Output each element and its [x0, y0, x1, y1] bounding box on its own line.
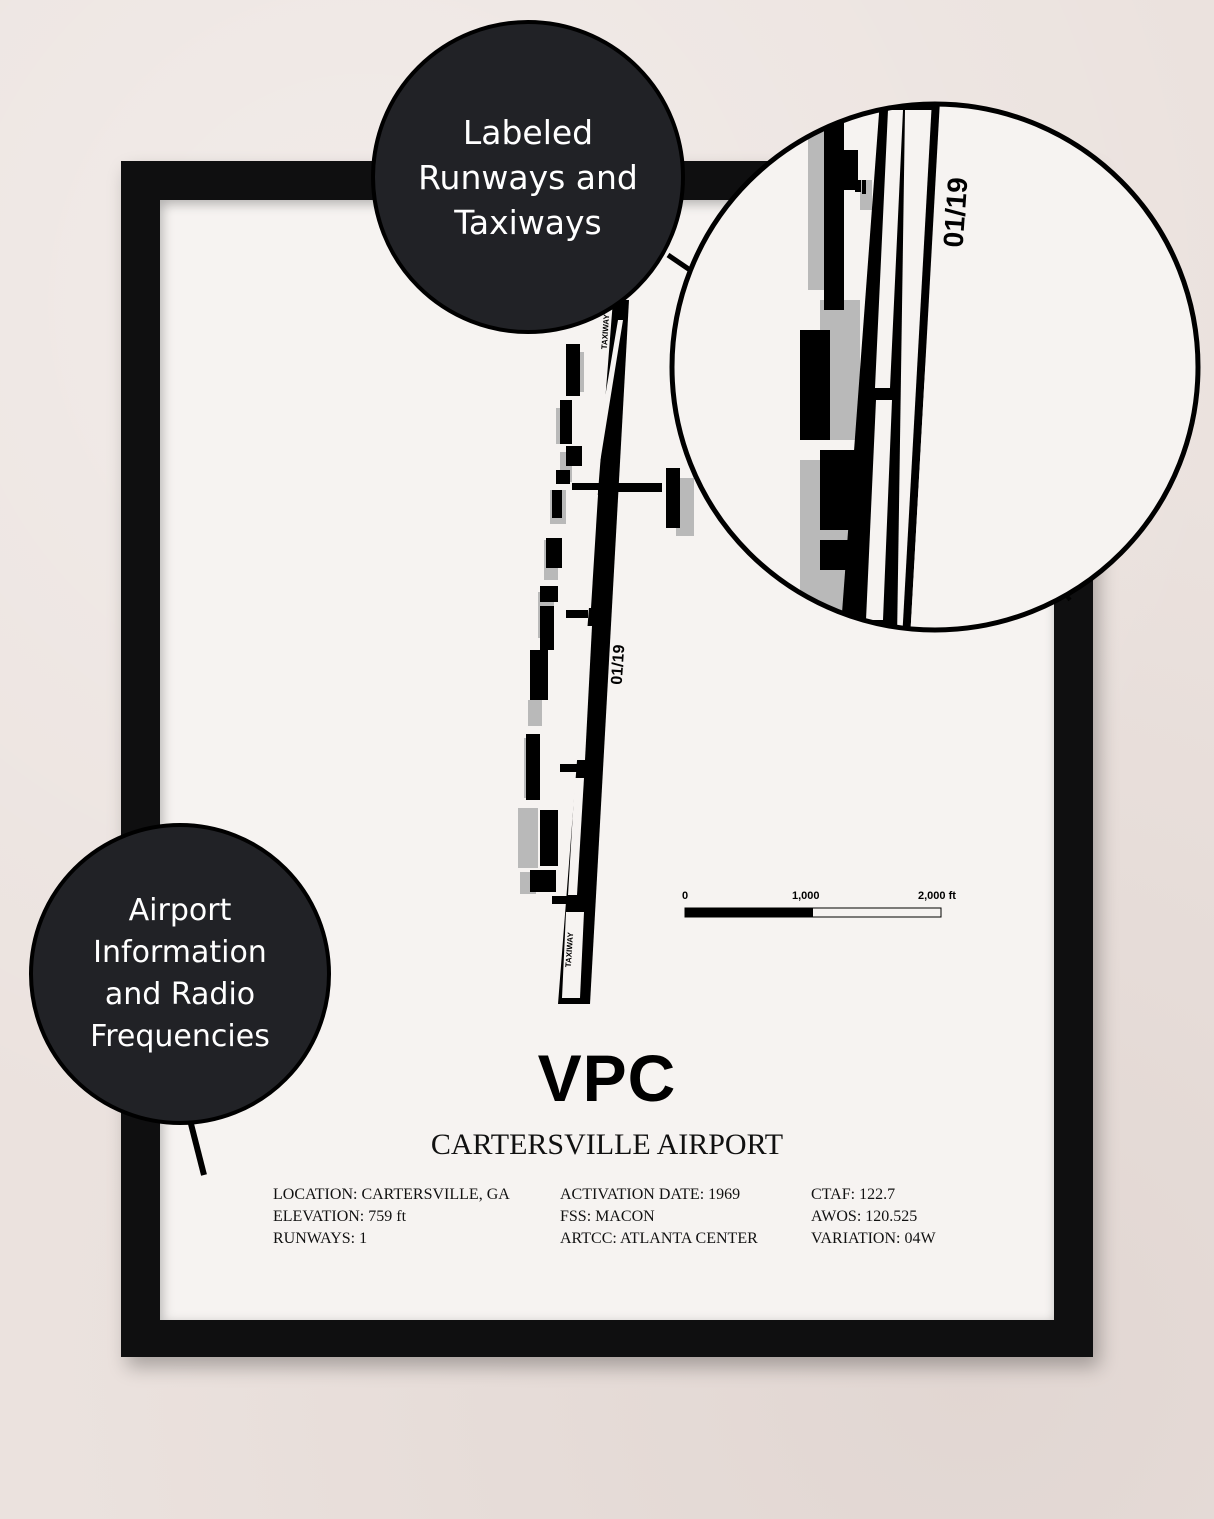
buildings — [526, 344, 680, 892]
callout-left-line-3: and Radio — [104, 977, 256, 1012]
info-column-2: ACTIVATION DATE: 1969 FSS: MACON ARTCC: … — [560, 1184, 758, 1250]
info-column-3: CTAF: 122.7 AWOS: 120.525 VARIATION: 04W — [811, 1184, 936, 1250]
scale-label-2000: 2,000 ft — [918, 890, 956, 902]
info-artcc: ARTCC: ATLANTA CENTER — [560, 1230, 758, 1247]
callout-left-line-2: Information — [93, 935, 267, 970]
scale-label-0: 0 — [682, 890, 688, 902]
info-elevation: ELEVATION: 759 ft — [273, 1208, 407, 1225]
info-fss: FSS: MACON — [560, 1208, 655, 1225]
airport-code: VPC — [537, 1041, 677, 1115]
info-ctaf: CTAF: 122.7 — [811, 1186, 896, 1203]
info-awos: AWOS: 120.525 — [811, 1208, 918, 1225]
runway-label: 01/19 — [609, 644, 629, 685]
taxiway-slots — [562, 320, 623, 998]
airport-name: CARTERSVILLE AIRPORT — [430, 1128, 784, 1161]
callout-pointer-top — [666, 252, 692, 273]
callout-top-line-1: Labeled — [462, 112, 594, 152]
callout-top-line-2: Runways and — [418, 157, 638, 197]
scale-label-1000: 1,000 — [792, 890, 820, 902]
info-activation-date: ACTIVATION DATE: 1969 — [560, 1186, 741, 1203]
info-location: LOCATION: CARTERSVILLE, GA — [273, 1186, 510, 1203]
info-column-1: LOCATION: CARTERSVILLE, GA ELEVATION: 75… — [273, 1184, 510, 1250]
info-variation: VARIATION: 04W — [811, 1230, 936, 1247]
taxiway-label-top: TAXIWAY — [600, 313, 611, 349]
taxiway-connectors — [552, 483, 662, 904]
taxiway-label-bottom: TAXIWAY — [564, 931, 575, 967]
zoom-runway-label: 01/19 — [938, 176, 974, 248]
scale-bar — [684, 907, 942, 918]
callout-runways-taxiways: Labeled Runways and Taxiways — [371, 20, 685, 334]
callout-pointer-left — [187, 1119, 207, 1176]
callout-airport-info: Airport Information and Radio Frequencie… — [29, 823, 331, 1125]
callout-left-line-4: Frequencies — [90, 1019, 270, 1054]
callout-left-line-1: Airport — [128, 893, 232, 928]
callout-top-line-3: Taxiways — [454, 202, 602, 242]
info-runways: RUNWAYS: 1 — [273, 1230, 368, 1247]
